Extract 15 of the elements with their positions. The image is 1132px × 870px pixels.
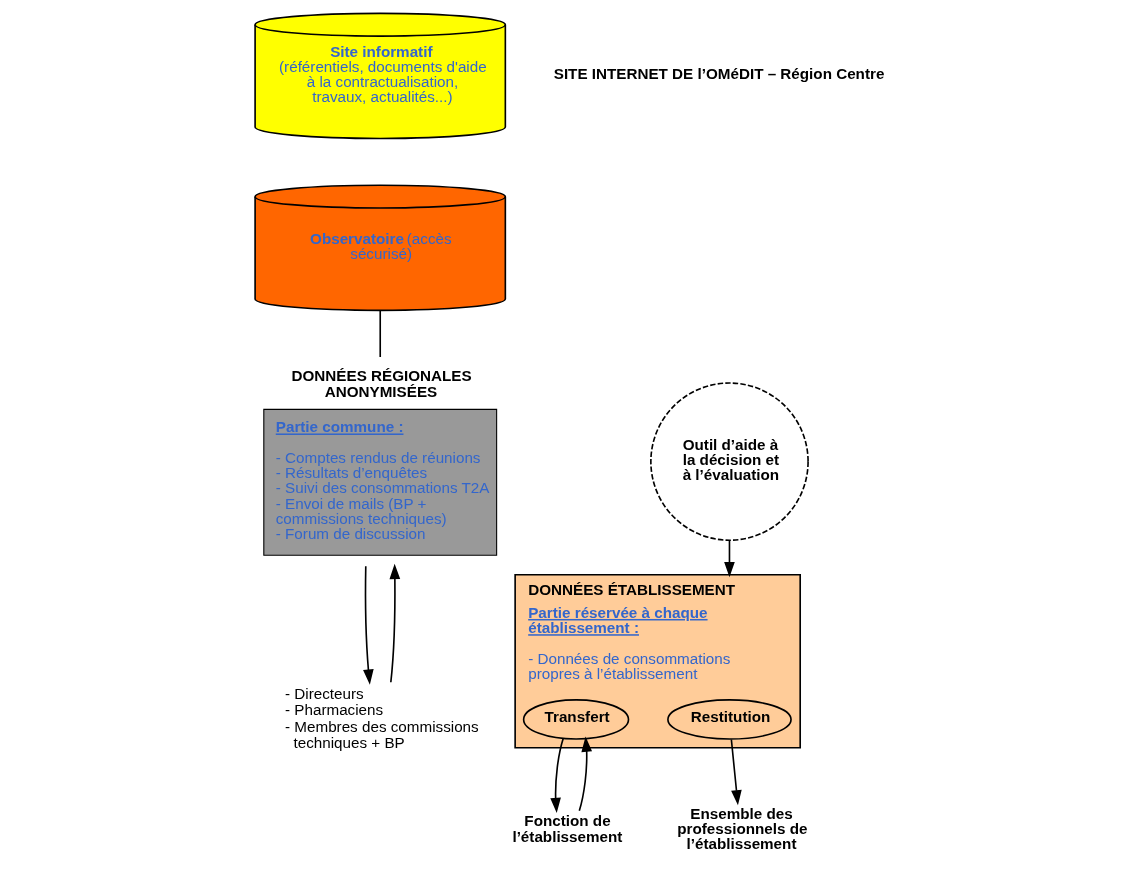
label: SITE INTERNET DE l’OMéDIT – Région Centre xyxy=(553,64,885,82)
node-text: Ensemble des professionnels de l’établissement xyxy=(677,804,808,852)
arrow xyxy=(730,738,742,805)
node-ellipse: Restitution xyxy=(667,698,792,740)
arrow xyxy=(363,565,374,685)
node-text: Fonction de l’établissement xyxy=(512,811,623,845)
arrow xyxy=(550,737,564,813)
arrow xyxy=(724,538,735,577)
arrow xyxy=(389,563,401,683)
node-circle: Outil d’aide à la décision et à l’évaluation xyxy=(650,381,809,541)
node-text: - Directeurs - Pharmaciens - Membres des commissions techniques + BP xyxy=(285,684,479,751)
node-ellipse: Transfert xyxy=(522,698,630,740)
node-label: DONNÉES RÉGIONALES ANONYMISÉES xyxy=(291,366,472,400)
arrow xyxy=(578,736,593,812)
connector xyxy=(379,309,382,358)
